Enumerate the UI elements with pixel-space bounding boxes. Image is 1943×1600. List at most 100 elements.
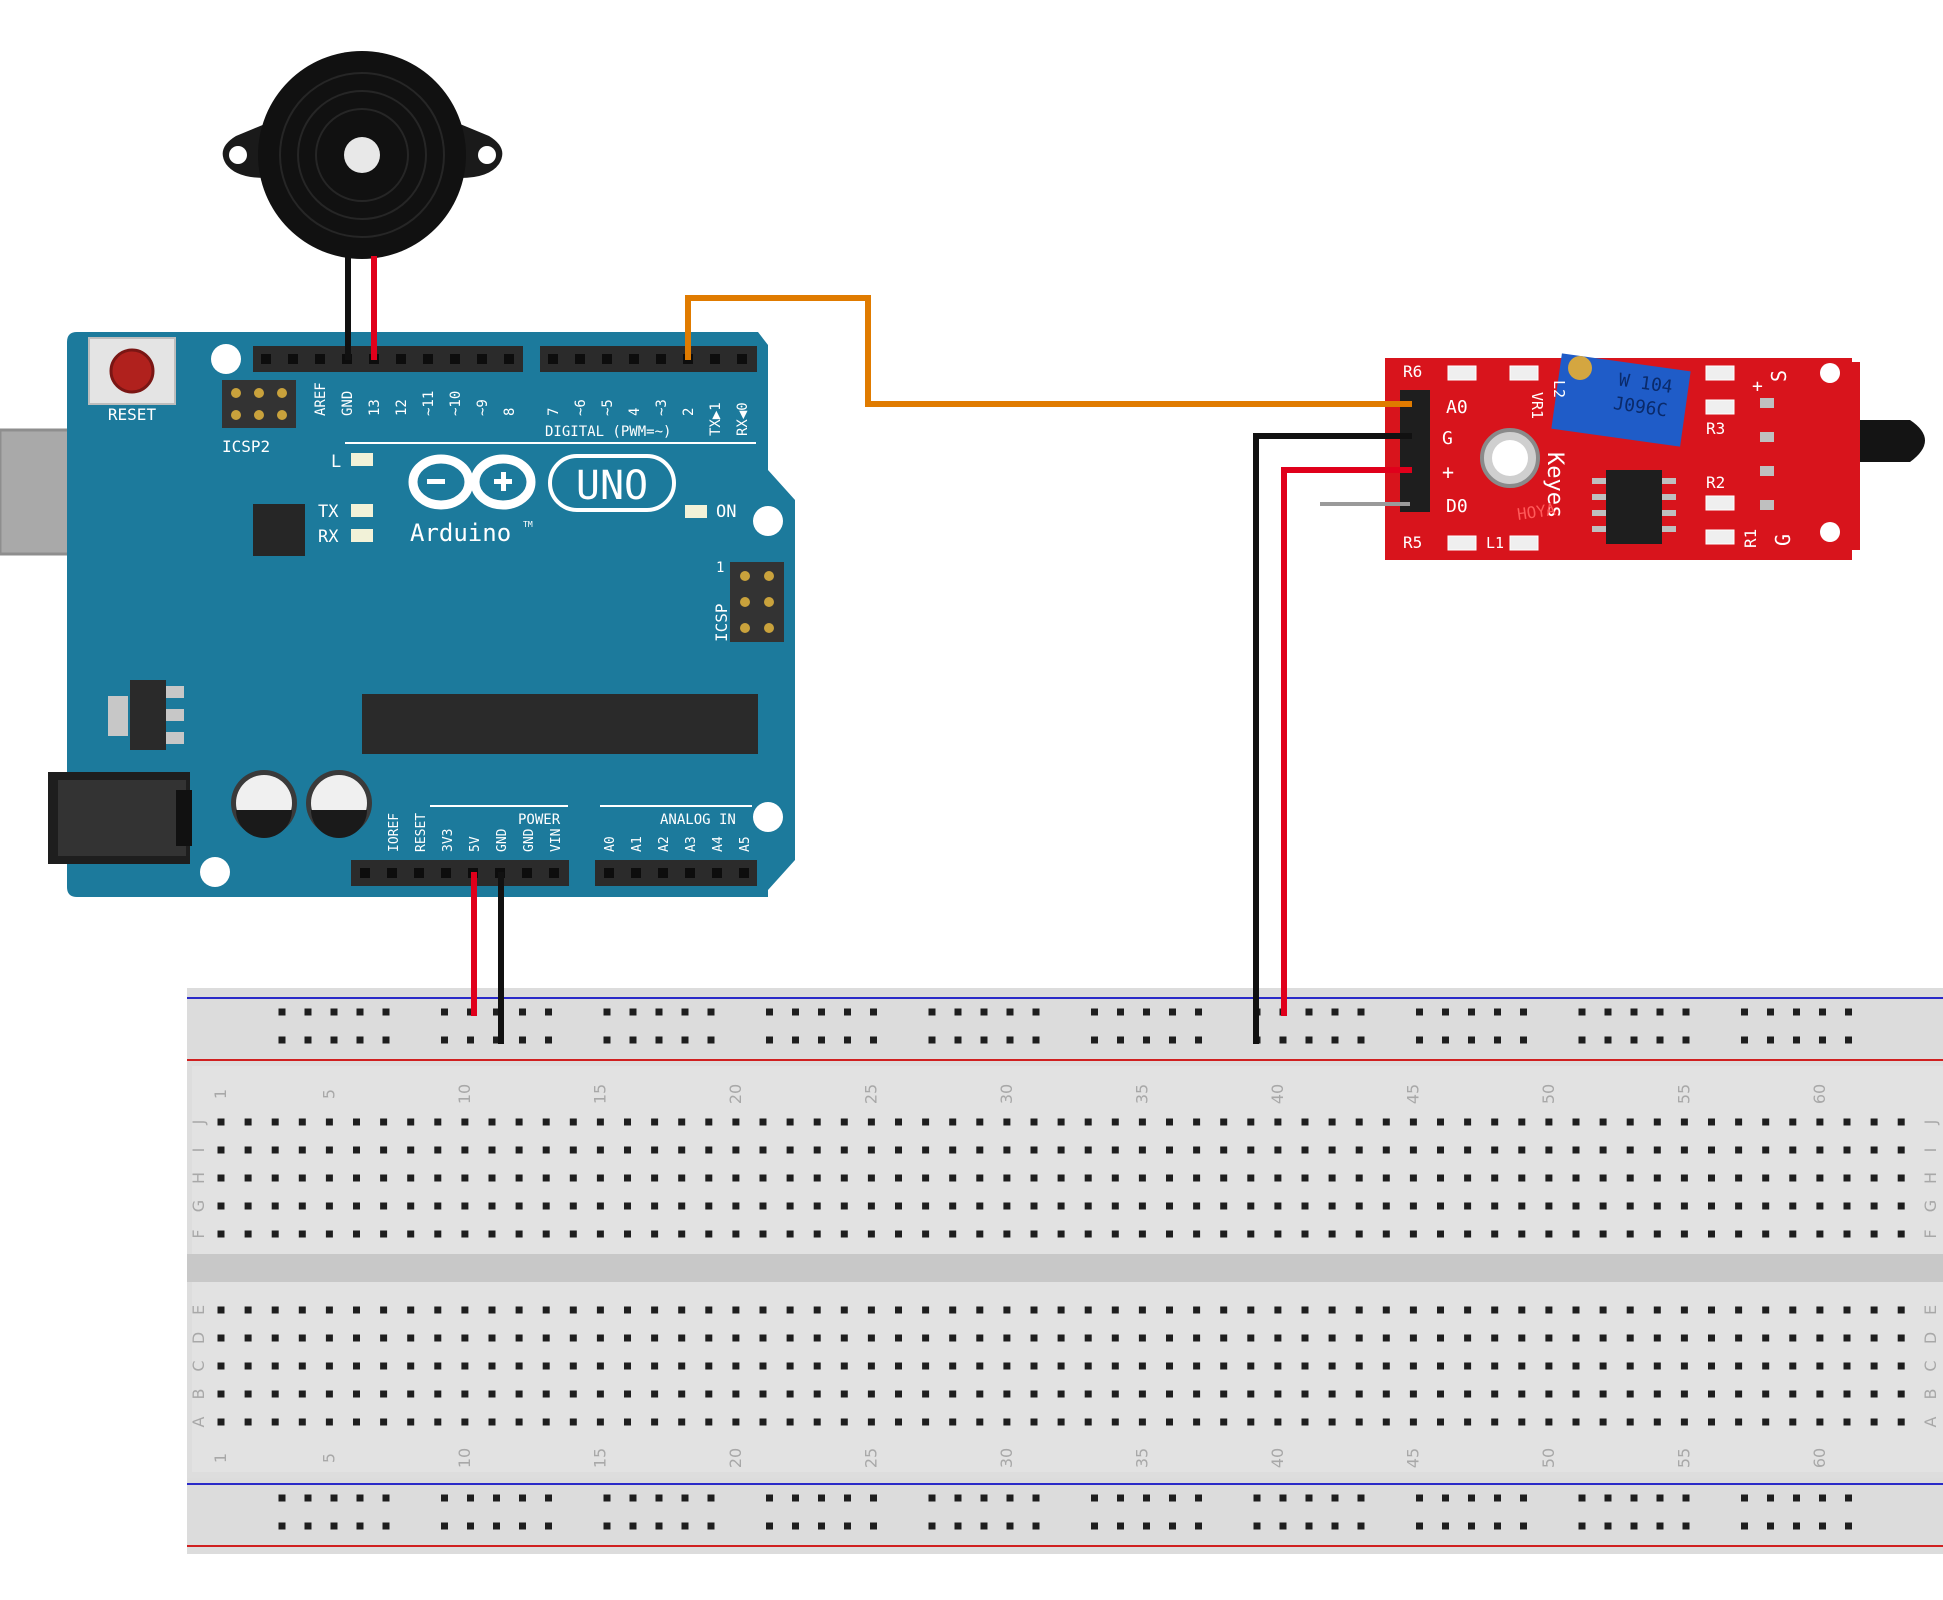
breadboard-hole [1708, 1362, 1715, 1370]
power-pin-sockets [360, 868, 749, 878]
breadboard-hole [1870, 1418, 1878, 1426]
breadboard-hole [867, 1418, 875, 1426]
rail-hole [1279, 1494, 1287, 1502]
breadboard-hole [840, 1390, 848, 1398]
rail-hole [1656, 1008, 1664, 1016]
rail-hole [1682, 1036, 1690, 1044]
breadboard-hole [1355, 1146, 1363, 1154]
breadboard-hole [840, 1202, 848, 1210]
rail-hole [655, 1008, 663, 1016]
breadboard-hole [895, 1118, 902, 1126]
header-socket [629, 354, 639, 364]
breadboard-hole [813, 1118, 821, 1126]
breadboard-hole [488, 1306, 496, 1314]
icsp2-label: ICSP2 [222, 437, 270, 456]
rail-hole [954, 1494, 962, 1502]
breadboard-hole [1545, 1418, 1553, 1426]
breadboard-hole [1599, 1230, 1607, 1238]
breadboard-hole [1382, 1362, 1390, 1370]
breadboard-hole [759, 1202, 767, 1210]
breadboard-hole [1328, 1118, 1336, 1126]
icsp-pin1: 1 [716, 560, 724, 576]
breadboard-hole [1247, 1230, 1255, 1238]
breadboard-hole [1518, 1174, 1526, 1182]
column-number: 10 [455, 1084, 474, 1104]
rail-hole [954, 1008, 962, 1016]
digital-pin-label: 7 [546, 408, 562, 416]
rail-hole [441, 1494, 448, 1502]
uno-text: UNO [576, 463, 648, 509]
breadboard-hole [1789, 1118, 1797, 1126]
reset-button[interactable] [109, 348, 155, 394]
breadboard-hole [1409, 1334, 1417, 1342]
breadboard-hole [380, 1202, 388, 1210]
rail-hole [1845, 1494, 1852, 1502]
column-number: 40 [1268, 1448, 1287, 1468]
breadboard-hole [1708, 1202, 1715, 1210]
breadboard-hole [705, 1230, 713, 1238]
breadboard-hole [1301, 1202, 1309, 1210]
breadboard-hole [1437, 1418, 1444, 1426]
breadboard-hole [678, 1174, 686, 1182]
breadboard-hole [542, 1362, 550, 1370]
breadboard-hole [1464, 1174, 1472, 1182]
breadboard-hole [1193, 1174, 1201, 1182]
header-socket [685, 868, 695, 878]
atmega-chip [362, 694, 758, 754]
breadboard-hole [1111, 1334, 1119, 1342]
digital-pin-label: ~5 [600, 399, 616, 416]
rail-hole [1468, 1008, 1475, 1016]
header-socket [396, 354, 406, 364]
breadboard-hole [461, 1362, 469, 1370]
breadboard-hole [542, 1418, 550, 1426]
breadboard-hole [1870, 1306, 1878, 1314]
breadboard-hole [1789, 1202, 1797, 1210]
breadboard-hole [895, 1418, 902, 1426]
breadboard-hole [1030, 1230, 1038, 1238]
breadboard-hole [1870, 1230, 1878, 1238]
breadboard-hole [1274, 1202, 1282, 1210]
row-letter: G [1921, 1200, 1940, 1212]
breadboard-hole [1328, 1146, 1336, 1154]
breadboard-hole [1247, 1118, 1255, 1126]
breadboard-hole [1464, 1118, 1472, 1126]
breadboard-hole [1680, 1390, 1688, 1398]
breadboard-hole [434, 1202, 442, 1210]
breadboard-hole [353, 1362, 360, 1370]
breadboard-hole [1843, 1390, 1851, 1398]
breadboard-hole [1735, 1146, 1743, 1154]
breadboard-hole [380, 1306, 388, 1314]
breadboard-hole [1843, 1146, 1851, 1154]
breadboard-hole [1409, 1202, 1417, 1210]
digital-pin-label: 4 [627, 408, 643, 416]
breadboard-hole [1030, 1202, 1038, 1210]
rail-hole [870, 1522, 877, 1530]
wire-sensor-vcc [1281, 467, 1412, 1016]
breadboard-hole [1437, 1306, 1444, 1314]
rail-hole [1845, 1008, 1852, 1016]
breadboard-hole [271, 1202, 279, 1210]
breadboard-hole [1708, 1174, 1715, 1182]
breadboard-hole [271, 1306, 279, 1314]
breadboard-hole [380, 1362, 388, 1370]
breadboard-hole [1897, 1118, 1905, 1126]
breadboard-hole [1843, 1118, 1851, 1126]
breadboard-hole [542, 1118, 550, 1126]
led-tx-label: TX [318, 502, 339, 522]
breadboard-hole [1626, 1362, 1634, 1370]
rail-hole [330, 1494, 338, 1502]
breadboard-hole [515, 1202, 523, 1210]
rail-hole [1741, 1036, 1748, 1044]
column-number: 20 [726, 1084, 745, 1104]
breadboard-hole [298, 1230, 306, 1238]
breadboard-hole [488, 1390, 496, 1398]
breadboard-hole [1491, 1334, 1499, 1342]
header-socket [737, 354, 747, 364]
rail-hole [629, 1008, 637, 1016]
breadboard-hole [1274, 1390, 1282, 1398]
breadboard-hole [569, 1230, 577, 1238]
breadboard-hole [840, 1146, 848, 1154]
rail-hole [1253, 1522, 1261, 1530]
rail-hole [519, 1494, 526, 1502]
breadboard-hole [380, 1390, 388, 1398]
